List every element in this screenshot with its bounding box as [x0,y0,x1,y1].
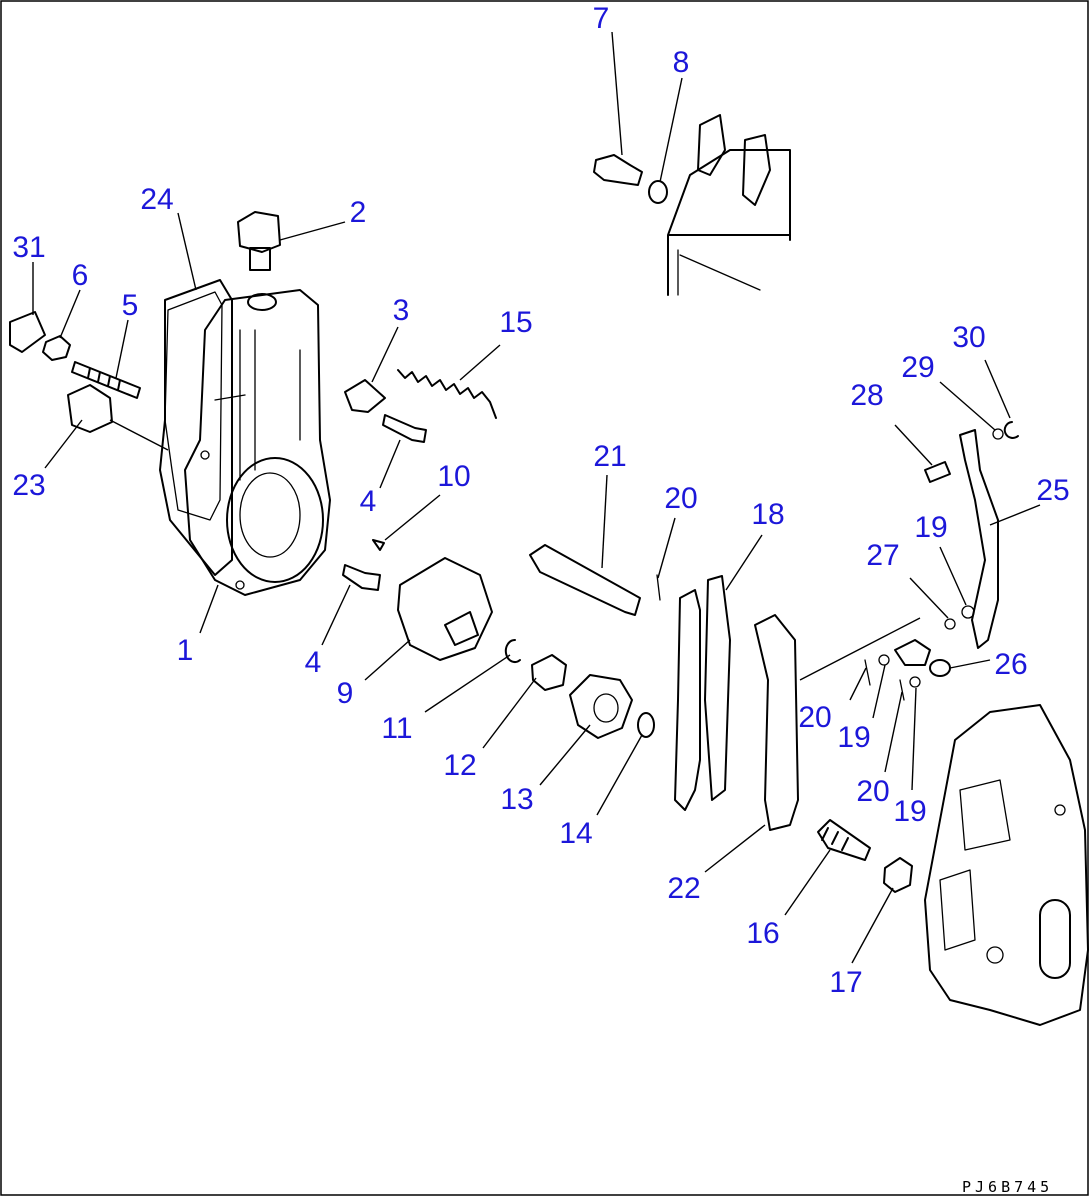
cover [67,384,113,433]
washer-26 [929,659,951,677]
control-lever [674,575,731,811]
snap-ring [504,638,521,663]
callout-23: 23 [12,469,45,502]
callout-1: 1 [177,634,194,667]
clip-30 [1003,421,1019,439]
bearing [569,674,633,739]
governor-housing [159,279,331,596]
callout-10: 10 [437,460,470,493]
washer-29 [992,428,1004,440]
callout-5: 5 [122,289,139,322]
callout-2: 2 [350,196,367,229]
lever-arm [754,614,799,831]
callout-30: 30 [952,321,985,354]
callout-19-middle: 19 [837,721,870,754]
leader-lines [32,31,1041,964]
callout-22: 22 [667,872,700,905]
sleeve [531,654,567,691]
washer-19c [909,676,921,688]
nut [42,335,71,361]
link-plate [529,544,641,616]
callout-13: 13 [500,783,533,816]
injection-pump-upper [667,114,791,296]
callout-3: 3 [393,294,410,327]
flyweight [397,557,493,661]
callout-14: 14 [559,817,592,850]
link-rod [959,429,999,649]
callout-28: 28 [850,379,883,412]
cap-nut [9,311,46,353]
thrust-washer [637,712,655,738]
spring [397,369,497,419]
callout-4-upper: 4 [360,485,377,518]
washer-19b [878,654,890,666]
bolt-lower [342,564,381,591]
washer-27 [944,618,956,630]
callout-11: 11 [381,712,412,745]
callouts: 7 8 24 2 31 6 5 3 15 30 29 28 21 10 23 4… [12,2,1069,999]
callout-17: 17 [829,966,862,999]
connector [593,154,643,186]
plug-bolt [237,211,281,271]
callout-16: 16 [746,917,779,950]
callout-26: 26 [994,648,1027,681]
drawing-code: PJ6B745 [962,1178,1053,1196]
bracket-plate [344,379,386,413]
callout-9: 9 [337,677,354,710]
gasket [164,291,223,521]
callout-21: 21 [593,440,626,473]
callout-20-upper: 20 [664,482,697,515]
callout-19-lower: 19 [893,795,926,828]
callout-6: 6 [72,259,89,292]
callout-7: 7 [593,2,610,35]
link-plate-small [894,639,931,666]
washer-top [648,180,668,204]
callout-20-lower: 20 [856,775,889,808]
bolt-28 [924,461,951,483]
pin-a [656,574,661,601]
callout-29: 29 [901,351,934,384]
callout-31: 31 [12,231,45,264]
adjust-screw [817,819,871,861]
callout-15: 15 [499,306,532,339]
callout-24: 24 [140,183,173,216]
lock-nut [883,857,913,893]
callout-27: 27 [866,539,899,572]
pin-b [864,659,871,686]
governor-cover [924,704,1089,1026]
callout-4-lower: 4 [305,646,322,679]
callout-18: 18 [751,498,784,531]
callout-8: 8 [673,46,690,79]
callout-20-middle: 20 [798,701,831,734]
callout-12: 12 [443,749,476,782]
pin [372,539,385,551]
bolt-upper [382,414,427,443]
callout-19-upper: 19 [914,511,947,544]
washer-19a [961,605,975,619]
callout-25: 25 [1036,474,1069,507]
adjusting-stud [71,361,141,399]
pin-c [899,679,905,701]
